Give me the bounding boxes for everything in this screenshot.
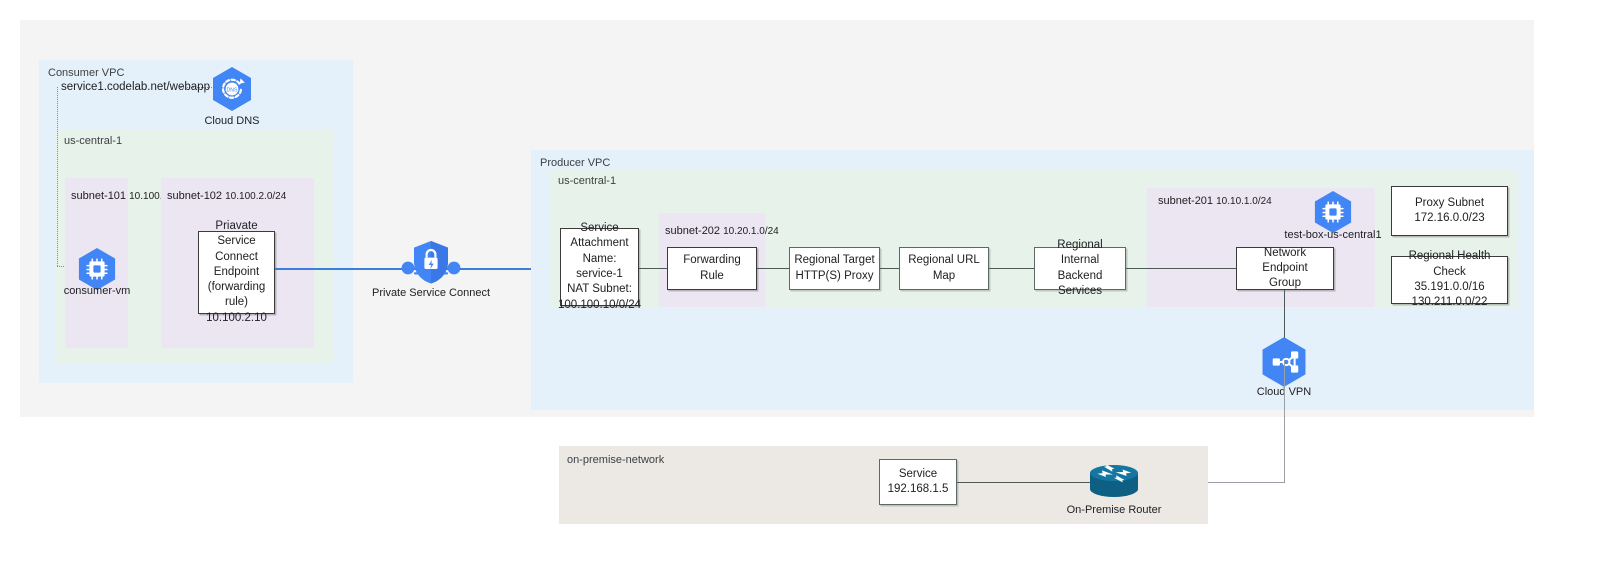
proxy-subnet-box[interactable]: Proxy Subnet 172.16.0.0/23 [1391, 186, 1508, 236]
link-neg-to-vpn [1284, 290, 1286, 338]
onprem-service-line1: Service [898, 467, 938, 480]
cloud-dns-icon: DNS [211, 66, 253, 112]
psc-endpoint-line4: 10.100.2.10 [206, 311, 267, 324]
psc-endpoint-line3: (forwarding rule) [207, 281, 266, 309]
target-proxy-line1: Regional Target [794, 254, 875, 267]
private-service-connect-icon [400, 238, 462, 296]
onprem-service-box[interactable]: Service 192.168.1.5 [879, 459, 957, 505]
cloud-dns-caption-line1: Cloud [204, 115, 234, 127]
cloud-vpn-caption: Cloud VPN [1256, 386, 1312, 398]
consumer-region-label: us-central-1 [64, 135, 123, 147]
subnet-202-name: subnet-202 [665, 225, 721, 237]
forwarding-rule-label: Forwarding Rule [683, 254, 741, 282]
backend-services-line2: Backend Services [1057, 269, 1103, 297]
link-vpn-to-router [1140, 482, 1285, 484]
psc-endpoint-box[interactable]: Priavate Service Connect Endpoint (forwa… [198, 220, 275, 324]
dns-record-line-right [180, 87, 212, 88]
service-attachment-box[interactable]: Service Attachment Name: service-1 NAT S… [558, 222, 641, 310]
subnet-201-label: subnet-201 10.10.1.0/24 [1158, 194, 1272, 209]
link-backend-to-neg [1126, 268, 1236, 270]
compute-vm-icon [77, 247, 117, 291]
subnet-201-name: subnet-201 [1158, 195, 1214, 207]
service-attachment-line2: Attachment [570, 237, 629, 250]
url-map-label: Regional URL Map [908, 254, 980, 282]
consumer-vm-caption: consumer-vm [63, 285, 131, 297]
producer-vpc-label: Producer VPC [540, 157, 611, 169]
producer-region-label: us-central-1 [558, 175, 617, 187]
subnet-102-cidr: 10.100.2.0/24 [225, 191, 287, 202]
regional-backend-services-box[interactable]: Regional Internal Backend Services [1034, 239, 1126, 297]
subnet-102-label: subnet-102 10.100.2.0/24 [167, 189, 286, 204]
health-check-line3: 130.211.0.0/22 [1411, 296, 1488, 309]
compute-vm-icon-test-box [1313, 190, 1353, 234]
service-attachment-line5: 100.100.10/0/24 [557, 298, 642, 311]
target-proxy-line2: HTTP(S) Proxy [795, 269, 874, 282]
subnet-202-label: subnet-202 10.20.1.0/24 [665, 224, 779, 239]
onprem-network-label: on-premise-network [567, 454, 665, 466]
network-endpoint-group-box[interactable]: Network Endpoint Group [1236, 247, 1334, 290]
subnet-202-cidr: 10.20.1.0/24 [723, 226, 779, 237]
link-attachment-to-fr [639, 268, 667, 270]
psc-endpoint-line2: Connect Endpoint [213, 250, 260, 278]
subnet-201-cidr: 10.10.1.0/24 [1216, 196, 1272, 207]
health-check-line1: Regional Health Check [1408, 250, 1491, 278]
test-box-caption: test-box-us-central1 [1284, 229, 1382, 241]
consumer-vpc-label: Consumer VPC [48, 67, 125, 79]
service-attachment-line4: NAT Subnet: [567, 283, 632, 296]
service-attachment-line1: Service [580, 222, 619, 235]
dns-record-label: service1.codelab.net/webapp [61, 81, 210, 93]
link-urlmap-to-backend [989, 268, 1034, 270]
psc-endpoint-line1: Priavate Service [215, 220, 258, 248]
subnet-102-name: subnet-102 [167, 190, 223, 202]
link-proxy-to-urlmap [880, 268, 899, 270]
link-fr-to-proxy [757, 268, 789, 270]
regional-target-proxy-box[interactable]: Regional Target HTTP(S) Proxy [789, 247, 880, 290]
forwarding-rule-box[interactable]: Forwarding Rule [667, 247, 757, 290]
subnet-101-label: subnet-101 10.100.1.0/24 [71, 189, 190, 204]
regional-health-check-box[interactable]: Regional Health Check 35.191.0.0/16 130.… [1391, 250, 1508, 308]
proxy-subnet-line2: 172.16.0.0/23 [1414, 212, 1485, 224]
psc-caption: Private Service Connect [372, 287, 490, 299]
service-attachment-line3: Name: service-1 [576, 252, 623, 280]
onprem-router-caption: On-Premise Router [1066, 504, 1162, 516]
svg-text:DNS: DNS [227, 88, 238, 94]
neg-line2: Group [1269, 277, 1301, 290]
backend-services-line1: Regional Internal [1057, 238, 1103, 267]
regional-url-map-box[interactable]: Regional URL Map [899, 247, 989, 290]
dns-record-line-down [57, 87, 58, 266]
link-service-to-router [957, 482, 1090, 484]
subnet-101-cidr: 10.100.1.0/24 [129, 191, 191, 202]
subnet-101-name: subnet-101 [71, 190, 127, 202]
cloud-dns-caption-line2: DNS [236, 115, 260, 127]
on-premise-router-icon [1083, 462, 1145, 500]
onprem-service-line2: 192.168.1.5 [887, 483, 949, 495]
neg-line1: Network Endpoint [1262, 246, 1308, 274]
proxy-subnet-line1: Proxy Subnet [1414, 196, 1485, 209]
health-check-line2: 35.191.0.0/16 [1414, 281, 1485, 293]
link-vpn-down [1284, 360, 1286, 483]
cloud-dns-caption: Cloud DNS [192, 114, 272, 128]
